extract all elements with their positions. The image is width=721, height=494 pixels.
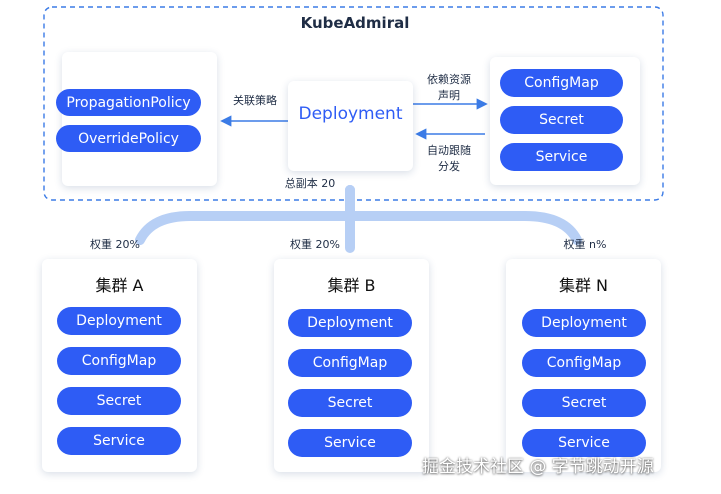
cluster-n-secret-pill[interactable]: Secret [522,389,646,417]
cluster-b-configmap-pill[interactable]: ConfigMap [288,349,412,377]
follow-label-line2: 分发 [438,160,460,173]
cluster-n-service-pill[interactable]: Service [522,429,646,457]
cluster-a-configmap-pill[interactable]: ConfigMap [57,347,181,375]
cluster-b-title: 集群 B [327,276,376,295]
watermark-text: 掘金技术社区 @ 字节跳动开源 [422,457,654,477]
weight-label-b: 权重 20% [290,238,340,251]
override-policy-pill[interactable]: OverridePolicy [56,125,201,152]
cluster-a-secret-pill[interactable]: Secret [57,387,181,415]
cluster-a-title: 集群 A [95,276,144,295]
configmap-pill[interactable]: ConfigMap [500,69,623,97]
fanout-connector-a [135,185,355,245]
total-replicas-label: 总副本 20 [284,177,336,190]
center-deployment-label: Deployment [298,104,403,124]
cluster-a-service-pill[interactable]: Service [57,427,181,455]
link-policy-label: 关联策略 [233,94,277,107]
depend-label-line1: 依赖资源 [427,73,471,86]
weight-label-n: 权重 n% [563,238,607,251]
cluster-b-service-pill[interactable]: Service [288,429,412,457]
cluster-b-secret-pill[interactable]: Secret [288,389,412,417]
center-deployment-panel [288,81,413,171]
kubeadmiral-frame [43,6,664,201]
cluster-b-deployment-pill[interactable]: Deployment [288,309,412,337]
depend-label-line2: 声明 [438,89,460,102]
frame-title: KubeAdmiral [300,14,410,32]
policies-panel [62,52,217,186]
cluster-n-configmap-pill[interactable]: ConfigMap [522,349,646,377]
cluster-n-title: 集群 N [558,276,609,295]
service-pill[interactable]: Service [500,143,623,171]
propagation-policy-pill[interactable]: PropagationPolicy [56,89,201,116]
fanout-connector-n [345,185,582,245]
cluster-n-deployment-pill[interactable]: Deployment [522,309,646,337]
secret-pill[interactable]: Secret [500,106,623,134]
cluster-a-deployment-pill[interactable]: Deployment [57,307,181,335]
weight-label-a: 权重 20% [90,238,140,251]
follow-label-line1: 自动跟随 [427,144,471,157]
